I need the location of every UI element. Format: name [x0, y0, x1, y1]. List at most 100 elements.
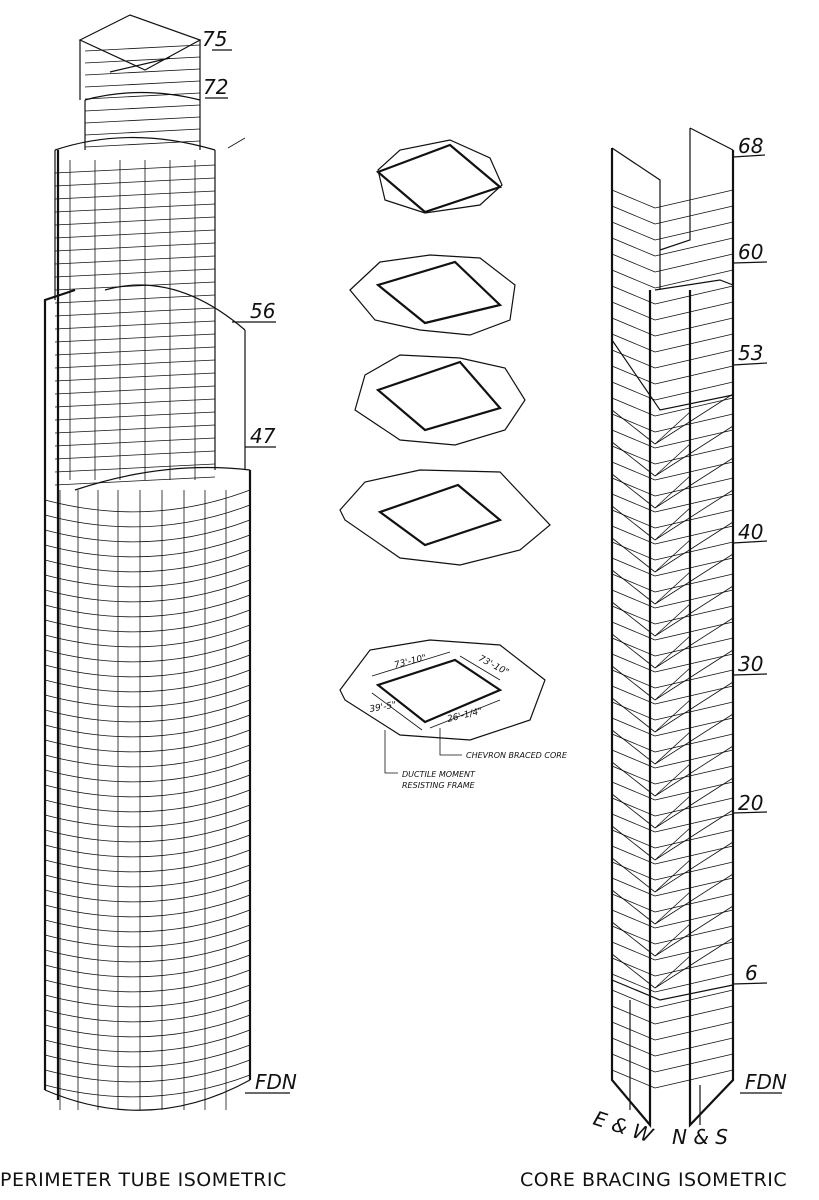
- structural-member: [654, 905, 734, 957]
- core-caption: CORE BRACING ISOMETRIC: [520, 1169, 787, 1191]
- structural-member: [611, 189, 656, 209]
- structural-member: [611, 669, 656, 689]
- structural-member: [654, 909, 734, 929]
- structural-member: [654, 733, 734, 753]
- structural-member: [611, 285, 656, 305]
- floor-band: [44, 1014, 251, 1038]
- structural-member: [654, 989, 734, 1009]
- structural-member: [654, 571, 691, 605]
- floor-band: [44, 954, 251, 978]
- structural-member: [654, 507, 691, 541]
- structural-member: [611, 765, 656, 785]
- floor-band: [44, 1029, 251, 1053]
- floor-band: [44, 834, 251, 858]
- structural-member: [611, 857, 656, 893]
- structural-member: [611, 557, 656, 577]
- structural-member: [611, 397, 656, 417]
- tube-level-72: 72: [203, 75, 228, 99]
- structural-member: [611, 221, 656, 241]
- structural-member: [654, 557, 734, 577]
- structural-member: [611, 525, 656, 545]
- structural-member: [611, 1005, 656, 1025]
- structural-member: [611, 653, 656, 673]
- structural-member: [611, 957, 656, 977]
- floor-band: [44, 999, 251, 1023]
- floor-band: [44, 924, 251, 948]
- structural-member: [611, 537, 656, 573]
- structural-member: [654, 425, 734, 477]
- structural-member: [611, 889, 656, 925]
- floor-plan-stack: [339, 139, 551, 774]
- floor-band: [44, 684, 251, 708]
- structural-member: [54, 450, 216, 460]
- structural-member: [654, 701, 734, 721]
- structural-member: [654, 221, 734, 241]
- structural-member: [654, 349, 734, 369]
- structural-member: [611, 825, 656, 861]
- structural-member: [54, 359, 216, 369]
- structural-member: [54, 372, 216, 382]
- structural-member: [611, 301, 656, 321]
- structural-member: [654, 669, 734, 689]
- structural-member: [654, 649, 734, 701]
- structural-member: [654, 477, 734, 497]
- structural-member: [611, 829, 656, 849]
- structural-member: [654, 681, 734, 733]
- structural-member: [611, 813, 656, 833]
- structural-member: [611, 621, 656, 641]
- structural-member: [654, 189, 734, 209]
- structural-member: [654, 541, 734, 561]
- structural-member: [654, 621, 734, 641]
- floor-band: [44, 564, 251, 588]
- tube-level-75: 75: [202, 27, 227, 51]
- structural-member: [654, 457, 734, 509]
- structural-member: [611, 749, 656, 769]
- floor-band: [44, 804, 251, 828]
- structural-member: [611, 441, 656, 477]
- floor-band: [44, 699, 251, 723]
- structural-member: [84, 116, 201, 124]
- structural-member: [654, 635, 691, 669]
- structural-member: [654, 795, 691, 829]
- structural-member: [611, 861, 656, 881]
- structural-member: [654, 797, 734, 817]
- structural-member: [611, 493, 656, 513]
- structural-member: [611, 781, 656, 801]
- structural-member: [611, 729, 656, 765]
- core-level-fdn: FDN: [745, 1070, 787, 1094]
- core-bracing-isometric: [610, 127, 782, 1129]
- structural-member: [84, 128, 201, 136]
- structural-member: [611, 1069, 656, 1089]
- plan-dim-bottom: 26'-1/4": [446, 707, 483, 725]
- structural-member: [54, 385, 216, 395]
- structural-member: [84, 140, 201, 148]
- structural-member: [654, 1069, 734, 1089]
- structural-member: [611, 429, 656, 449]
- core-level-53: 53: [738, 341, 763, 365]
- structural-member: [654, 317, 734, 337]
- structural-member: [654, 269, 734, 289]
- structural-member: [654, 699, 691, 733]
- structural-member: [611, 941, 656, 961]
- structural-member: [54, 177, 216, 187]
- core-level-68: 68: [738, 134, 763, 158]
- floor-band: [44, 864, 251, 888]
- structural-member: [54, 164, 216, 174]
- structural-member: [654, 777, 734, 829]
- structural-member: [611, 685, 656, 705]
- structural-member: [611, 1037, 656, 1057]
- floor-band: [44, 1044, 251, 1068]
- floor-band: [44, 894, 251, 918]
- structural-member: [611, 569, 656, 605]
- structural-member: [54, 398, 216, 408]
- structural-member: [654, 637, 734, 657]
- structural-member: [654, 749, 734, 769]
- structural-member: [611, 953, 656, 989]
- structural-member: [654, 573, 734, 593]
- structural-member: [54, 242, 216, 252]
- structural-member: [611, 921, 656, 957]
- structural-member: [611, 541, 656, 561]
- structural-member: [611, 909, 656, 929]
- structural-member: [611, 317, 656, 337]
- structural-member: [654, 1037, 734, 1057]
